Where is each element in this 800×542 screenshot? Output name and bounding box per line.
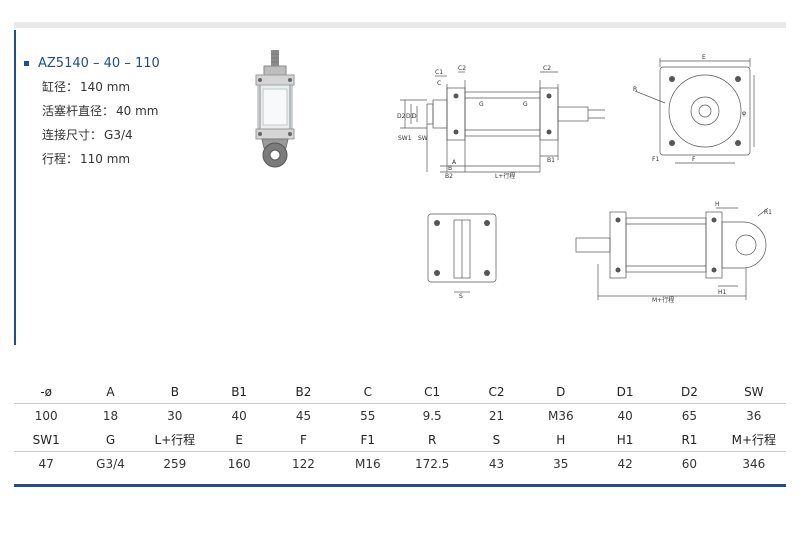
product-model: AZ5140 – 40 – 110 xyxy=(38,56,160,71)
svg-text:M+行程: M+行程 xyxy=(652,296,674,304)
flange-view-drawing: S xyxy=(427,213,497,300)
svg-text:C1: C1 xyxy=(435,69,443,76)
clevis-view-drawing: H R1 H1 M+行程 xyxy=(575,201,772,304)
side-view-drawing: C1 C2 C2 C D2 D1 D SW1 SW G G A B B2 B1 … xyxy=(397,65,605,180)
svg-text:R: R xyxy=(633,86,637,93)
spec-stroke: 行程：110 mm xyxy=(42,152,131,166)
svg-text:SW: SW xyxy=(418,135,428,142)
svg-text:G: G xyxy=(479,101,484,108)
svg-text:B1: B1 xyxy=(547,157,555,164)
top-divider xyxy=(14,22,786,28)
spec-rod-diameter: 活塞杆直径：40 mm xyxy=(42,104,159,118)
spec-bore: 缸径：140 mm xyxy=(42,80,131,94)
svg-text:C2: C2 xyxy=(458,65,466,72)
svg-text:SW1: SW1 xyxy=(398,135,412,142)
svg-text:A: A xyxy=(452,159,457,166)
svg-text:F1: F1 xyxy=(652,156,659,163)
svg-text:φ: φ xyxy=(742,110,746,117)
svg-text:L+行程: L+行程 xyxy=(495,172,515,180)
svg-text:C2: C2 xyxy=(543,65,551,72)
svg-text:D1: D1 xyxy=(406,113,415,120)
left-accent-rule xyxy=(14,30,16,345)
svg-text:D: D xyxy=(412,113,417,120)
svg-text:S: S xyxy=(459,293,463,300)
svg-text:R1: R1 xyxy=(764,209,772,216)
svg-text:F: F xyxy=(692,156,696,163)
svg-text:H: H xyxy=(715,201,720,208)
svg-text:E: E xyxy=(702,54,706,61)
svg-text:B2: B2 xyxy=(445,173,453,180)
bottom-accent-rule xyxy=(14,484,786,487)
svg-text:D2: D2 xyxy=(397,113,406,120)
bullet-icon xyxy=(24,61,29,66)
front-view-drawing: E R F1 F φ xyxy=(633,54,755,164)
svg-text:H1: H1 xyxy=(718,289,727,296)
svg-text:B: B xyxy=(448,165,452,172)
cylinder-photo xyxy=(255,50,295,168)
svg-text:C: C xyxy=(437,80,441,87)
svg-text:G: G xyxy=(523,101,528,108)
product-title: AZ5140 – 40 – 110 xyxy=(24,56,160,71)
product-info: AZ5140 – 40 – 110 缸径：140 mm 活塞杆直径：40 mm … xyxy=(24,56,160,167)
spec-port-size: 连接尺寸：G3/4 xyxy=(42,128,133,142)
